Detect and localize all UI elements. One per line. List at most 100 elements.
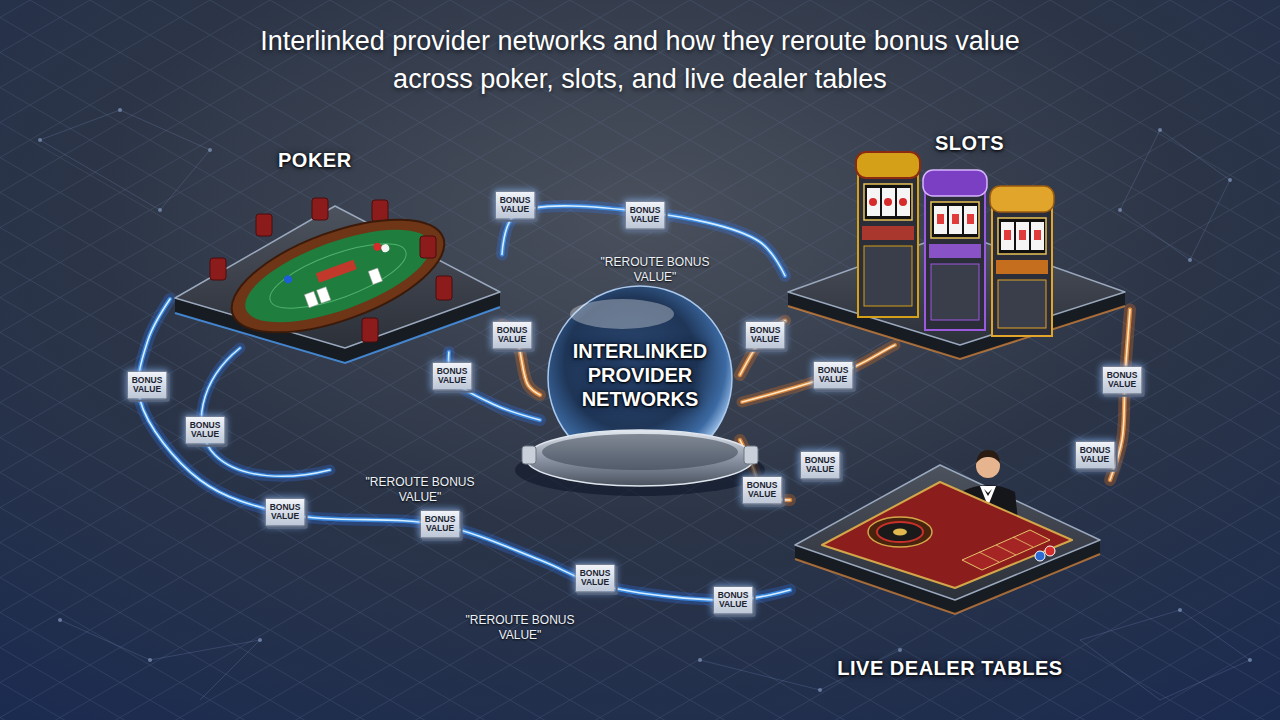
title-bar: Interlinked provider networks and how th… xyxy=(0,22,1280,98)
slot-machine-part xyxy=(998,280,1046,328)
slot-machine-part xyxy=(869,198,877,206)
poker-chairs-back-part xyxy=(256,214,272,236)
slot-machine-part xyxy=(931,202,979,238)
hub-dome-part xyxy=(526,430,754,486)
bonus-cube: BONUS VALUE xyxy=(495,191,536,220)
slot-machine xyxy=(923,170,987,330)
slot-machine-part xyxy=(1034,230,1041,240)
network-dots-part xyxy=(158,208,162,212)
bonus-cube: BONUS VALUE xyxy=(625,201,666,230)
hub-dome xyxy=(515,286,765,496)
bonus-cube: BONUS VALUE xyxy=(575,564,616,593)
flow-connector xyxy=(138,299,790,600)
slot-machine-part xyxy=(996,260,1048,274)
slot-machine-part xyxy=(952,214,959,224)
bonus-cube: BONUS VALUE xyxy=(265,498,306,527)
poker-chairs-back-part xyxy=(210,258,226,280)
poker-chairs-front xyxy=(362,236,452,342)
poker-table-part xyxy=(316,260,357,283)
bonus-cube: BONUS VALUE xyxy=(745,321,786,350)
connector-core xyxy=(138,299,790,600)
poker-platform-node: POKER xyxy=(170,140,502,352)
flow-connector xyxy=(740,321,785,375)
hub-dome-part xyxy=(522,446,536,464)
dealer-figure-part xyxy=(984,489,992,496)
poker-table-part xyxy=(304,291,318,308)
poker-table xyxy=(218,196,459,355)
slots-platform xyxy=(788,232,1125,359)
roulette-table-part xyxy=(822,482,1072,588)
network-dots-part xyxy=(1228,178,1232,182)
slot-machine-part xyxy=(998,218,1046,254)
slot-machine-part xyxy=(925,190,985,330)
slot-machine-part xyxy=(884,198,892,206)
roulette-table-part xyxy=(1035,551,1045,561)
slot-machine-part xyxy=(864,246,912,306)
bonus-cube: BONUS VALUE xyxy=(492,321,533,350)
slot-machine-part xyxy=(867,188,880,216)
network-dots-part xyxy=(148,658,152,662)
poker-table-part xyxy=(368,268,382,285)
network-dots-part xyxy=(1248,658,1252,662)
hub-label: INTERLINKED PROVIDER NETWORKS xyxy=(555,339,725,411)
slot-machine-part xyxy=(897,188,910,216)
bonus-cube: BONUS VALUE xyxy=(1102,366,1143,395)
network-dots-part xyxy=(818,688,822,692)
hub-dome-part xyxy=(570,299,674,329)
reroute-label: "REROUTE BONUS VALUE" xyxy=(599,255,711,285)
platform-label: SLOTS xyxy=(935,131,1004,155)
connector-glow xyxy=(740,321,785,375)
reroute-label: "REROUTE BONUS VALUE" xyxy=(364,475,476,505)
platform-label: LIVE DEALER TABLES xyxy=(837,656,1062,680)
dealer-figure-part xyxy=(976,450,1000,463)
network-dots-part xyxy=(1178,608,1182,612)
glow-stream-part xyxy=(742,345,895,402)
roulette-table-part xyxy=(877,522,923,542)
poker-table-part xyxy=(380,243,390,253)
slot-machine-part xyxy=(931,264,979,320)
slot-machine-part xyxy=(864,184,912,220)
glow-stream-part xyxy=(201,348,330,476)
network-dots-part xyxy=(1118,208,1122,212)
slot-machine-part xyxy=(1004,230,1011,240)
slot-machine xyxy=(856,152,920,317)
hub-dome-part xyxy=(542,434,738,470)
glow-stream-part xyxy=(742,345,895,402)
slot-machine-part xyxy=(862,226,914,240)
slot-machine-part xyxy=(1019,230,1026,240)
network-dots-part xyxy=(898,648,902,652)
poker-chairs-back-part xyxy=(372,200,388,222)
slot-machine-part xyxy=(858,172,918,317)
connector-tube xyxy=(138,299,790,600)
slot-machine-part xyxy=(964,206,977,234)
glow-stream-part xyxy=(201,348,330,476)
platform-label: POKER xyxy=(278,148,352,172)
reroute-label: "REROUTE BONUS VALUE" xyxy=(464,613,576,643)
hub-dome-part xyxy=(744,446,758,464)
poker-table-part xyxy=(372,242,382,252)
bonus-cube: BONUS VALUE xyxy=(713,586,754,615)
bonus-cube: BONUS VALUE xyxy=(185,416,226,445)
connector-core xyxy=(740,321,785,375)
network-dots-part xyxy=(208,148,212,152)
roulette-table-part xyxy=(962,530,1050,570)
roulette-table-part xyxy=(1045,546,1055,556)
network-dots-part xyxy=(38,138,42,142)
bonus-cube: BONUS VALUE xyxy=(432,362,473,391)
slots-platform-node: SLOTS xyxy=(785,125,1130,350)
network-mesh xyxy=(40,110,1250,700)
slot-machine-part xyxy=(990,186,1054,212)
slot-machine-part xyxy=(937,214,944,224)
network-mesh-part xyxy=(40,110,1250,700)
slot-machine-part xyxy=(929,244,981,258)
slot-machine-part xyxy=(923,170,987,196)
roulette-table-part xyxy=(979,537,1033,562)
slot-machine-part xyxy=(1001,222,1014,250)
diagram-title: Interlinked provider networks and how th… xyxy=(248,22,1033,98)
connector-tube xyxy=(740,321,785,375)
